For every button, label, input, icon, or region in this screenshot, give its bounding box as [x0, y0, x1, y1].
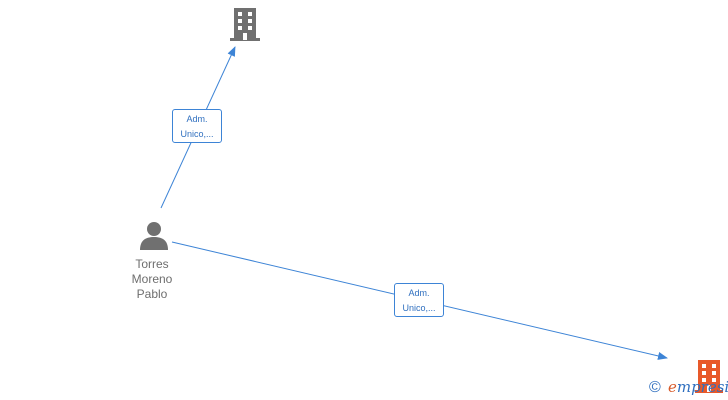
edge-label-role[interactable]: Adm. Unico,... [394, 283, 444, 317]
person-icon[interactable] [138, 220, 170, 252]
brand-rest: mpresia [676, 378, 728, 396]
person-name-line: Torres [135, 257, 169, 271]
copyright-symbol: © [649, 379, 661, 396]
edge-label-role[interactable]: Adm. Unico,... [172, 109, 222, 143]
building-icon[interactable] [228, 6, 262, 42]
person-name-line: Moreno [131, 272, 173, 286]
edge-label-line: Unico,... [402, 303, 436, 313]
person-name[interactable]: Torres Moreno Pablo [118, 257, 186, 302]
brand-initial: e [667, 378, 677, 396]
building-icon[interactable] [694, 358, 724, 394]
edge-label-line: Adm. [408, 288, 430, 298]
person-name-line: Pablo [136, 287, 168, 301]
edge-label-line: Unico,... [180, 129, 214, 139]
edge-label-line: Adm. [186, 114, 208, 124]
brand-logo: empresia [668, 378, 728, 396]
watermark: © empresia [649, 378, 728, 400]
